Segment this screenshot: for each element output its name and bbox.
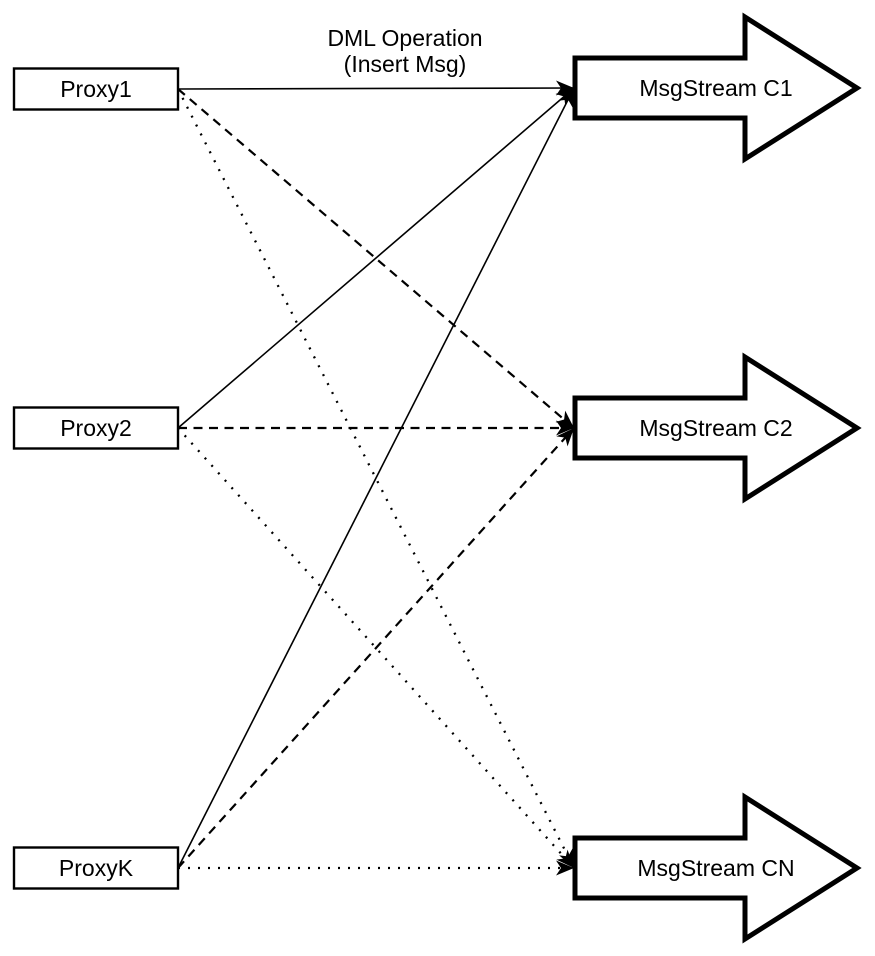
dml-label-line1: DML Operation <box>327 25 482 51</box>
connector-line-dashed <box>177 427 575 869</box>
proxy-box <box>12 67 180 111</box>
dml-label-line2: (Insert Msg) <box>344 51 467 77</box>
dml-operation-label: DML Operation (Insert Msg) <box>327 25 482 77</box>
msgstream-label: MsgStream C1 <box>639 75 792 101</box>
msgstream-label: MsgStream C2 <box>639 415 792 441</box>
connector-line-solid <box>177 87 575 869</box>
msgstream-arrow <box>572 12 862 164</box>
connector-line-solid <box>177 87 575 429</box>
proxy-box <box>12 846 180 890</box>
msgstream-arrows-layer: MsgStream C1 MsgStream C2 MsgStream CN <box>572 12 862 944</box>
connector-line-dashed <box>177 88 575 429</box>
connector-lines-layer <box>176 80 576 876</box>
proxy-label: ProxyK <box>59 855 134 881</box>
msgstream-arrow <box>572 792 862 944</box>
msgstream-arrow <box>572 352 862 504</box>
connector-line-solid <box>177 80 575 96</box>
proxy-label: Proxy2 <box>60 415 132 441</box>
msgstream-label: MsgStream CN <box>637 855 794 881</box>
proxy-label: Proxy1 <box>60 76 132 102</box>
proxy-box <box>12 406 180 450</box>
